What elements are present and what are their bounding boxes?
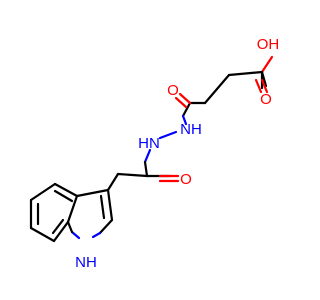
bond-n-n xyxy=(158,130,178,140)
bond-hn-c-black xyxy=(143,160,149,178)
bond-c2-c3 xyxy=(203,73,231,105)
bond-amide1-co-b xyxy=(174,96,188,109)
acid-carbonyl-oxygen-label: O xyxy=(260,91,272,108)
amide1-carbonyl-oxygen-label: O xyxy=(167,82,179,99)
bond-n1-c7a xyxy=(70,230,81,240)
bond-oh-c xyxy=(260,55,274,74)
bond-amide1-c xyxy=(181,101,192,118)
bond-c3-c2-double xyxy=(99,194,106,220)
indole-nh-label: NH xyxy=(75,254,97,271)
bond-hn-c xyxy=(143,148,152,164)
bond-n1-c7a-black xyxy=(66,220,74,234)
bond-c2-n1 xyxy=(91,231,102,239)
bond-c3-c3a xyxy=(75,188,110,198)
bond-c4-c5 xyxy=(29,182,57,202)
bond-c7-c7a xyxy=(52,220,70,243)
amide2-carbonyl-oxygen-label: O xyxy=(180,171,192,188)
bond-c3a-c7a xyxy=(66,194,79,224)
bond-c3a-c4-double xyxy=(53,189,74,203)
bond-c2-n1-black xyxy=(98,218,114,235)
bond-acid-c-o-b xyxy=(260,78,269,94)
bond-acid-c-o-c xyxy=(254,78,263,94)
bond-c-ch2 xyxy=(116,172,149,178)
molecule-diagram: OH O O NH HN O NH xyxy=(29,35,280,271)
structure-svg: OH O O NH HN O NH xyxy=(29,36,280,271)
bond-c3-c2 xyxy=(106,188,114,222)
hydroxyl-label: OH xyxy=(257,36,280,53)
bond-c6-c7 xyxy=(29,226,56,243)
hydrazide-nh1-label: NH xyxy=(180,121,202,138)
bond-c1-c2 xyxy=(227,70,264,77)
bond-c3a-c4 xyxy=(53,182,79,198)
bond-amide1-co-a xyxy=(178,92,192,105)
bond-ch2-indole xyxy=(106,172,120,192)
bond-c7-c7a-double xyxy=(51,218,65,235)
hydrazide-nh2-label: HN xyxy=(138,135,160,152)
bond-amide1-n xyxy=(181,114,188,126)
